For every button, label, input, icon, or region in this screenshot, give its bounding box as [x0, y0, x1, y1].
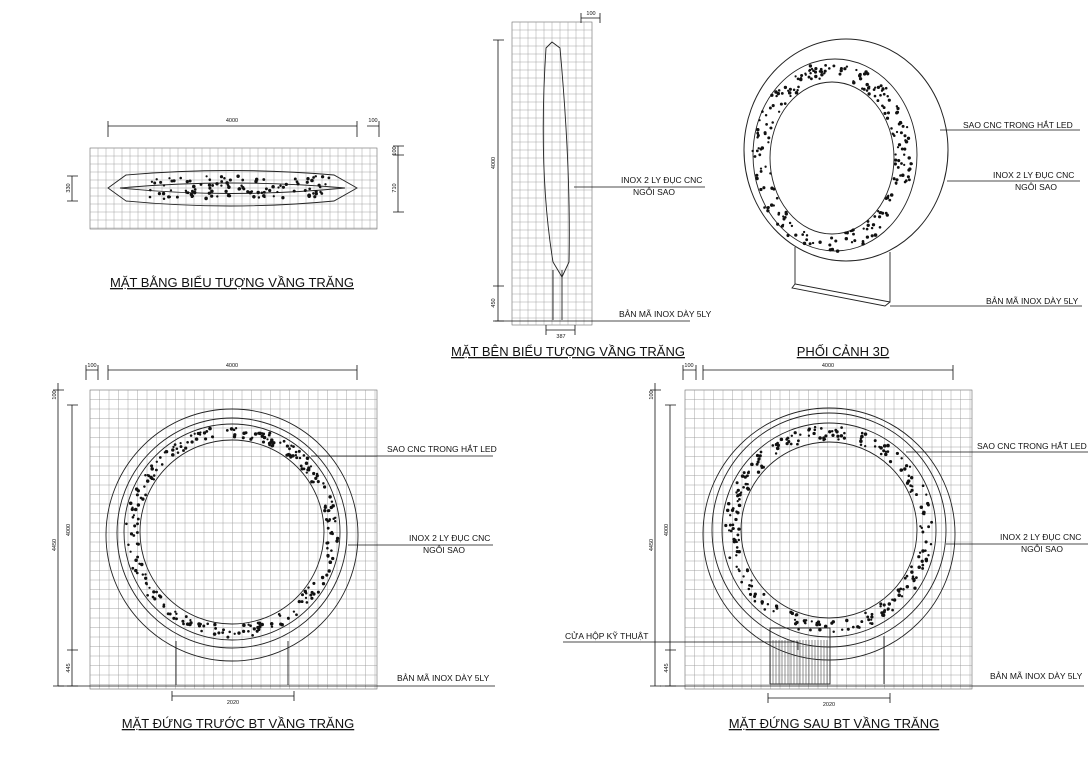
front-note-stainless-sub: NGÔI SAO [423, 545, 465, 555]
side-dim-top: 100 [586, 11, 595, 17]
perspective-note-stainless-sub: NGÔI SAO [1015, 182, 1057, 192]
side-note-base-plate: BẢN MÃ INOX DÀY 5LY [619, 308, 712, 319]
back-grid [685, 390, 972, 689]
back-band-outer [721, 422, 937, 638]
front-dim-base-width: 2020 [227, 700, 239, 706]
side-note-stainless-sub: NGÔI SAO [633, 187, 675, 197]
plan-view: 4000 100 100 710 330 MẶT BẰNG BIỂU TƯỢNG… [66, 118, 404, 290]
plan-dim-height: 710 [392, 183, 398, 192]
side-profile-outline [542, 41, 570, 278]
front-title: MẶT ĐỨNG TRƯỚC BT VẦNG TRĂNG [122, 716, 354, 731]
back-tech-door-louvres [772, 640, 828, 684]
front-note-led: SAO CNC TRONG HẮT LED [387, 444, 497, 454]
perspective-title: PHỐI CẢNH 3D [797, 344, 889, 359]
front-dim-width-line [85, 365, 358, 380]
plan-crescent-outline [107, 170, 358, 207]
front-note-base-plate: BẢN MÃ INOX DÀY 5LY [397, 672, 490, 683]
back-note-stainless: INOX 2 LY ĐỤC CNC [1000, 532, 1081, 542]
perspective-note-stainless: INOX 2 LY ĐỤC CNC [993, 170, 1074, 180]
side-dim-base: 450 [491, 298, 497, 307]
plan-dim-width-line [107, 121, 380, 137]
side-dim-height-line [493, 39, 504, 322]
perspective-note-base-plate: BẢN MÃ INOX DÀY 5LY [986, 295, 1079, 306]
front-dim-base: 445 [66, 663, 72, 672]
plan-dim-side-top: 100 [392, 146, 398, 155]
perspective-inner-ring [752, 58, 918, 252]
front-note-stainless: INOX 2 LY ĐỤC CNC [409, 533, 490, 543]
plan-dim-edge: 100 [368, 118, 377, 124]
side-dim-bottom-line [545, 325, 576, 335]
front-frame [89, 389, 378, 690]
back-dim-height: 4000 [664, 524, 670, 536]
front-dim-base-width-line [171, 691, 295, 701]
back-note-led: SAO CNC TRONG HẮT LED [977, 441, 1087, 451]
front-dim-height: 4000 [66, 524, 72, 536]
back-dim-base-width: 2020 [823, 702, 835, 708]
back-dim-width: 4000 [822, 363, 834, 369]
back-frame [684, 389, 973, 690]
back-opening [740, 441, 918, 619]
back-dim-edge: 100 [684, 363, 693, 369]
back-dim-base: 445 [664, 663, 670, 672]
front-opening [139, 439, 325, 625]
front-band-outer [123, 423, 341, 641]
back-star-holes [724, 425, 934, 634]
back-note-stainless-sub: NGÔI SAO [1021, 544, 1063, 554]
perspective-base-stand [791, 247, 891, 307]
front-dim-width: 4000 [226, 363, 238, 369]
plan-dim-height-line [393, 145, 404, 213]
plan-grid [90, 148, 377, 229]
back-dim-base-width-line [767, 693, 891, 703]
perspective-view: SAO CNC TRONG HẮT LED INOX 2 LY ĐỤC CNC … [743, 38, 1082, 359]
side-dim-bottom: 387 [556, 334, 565, 340]
back-inner-ring [711, 412, 947, 648]
side-dim-top-line [580, 13, 601, 23]
front-base-posts [175, 641, 289, 685]
plan-dim-thickness: 330 [66, 183, 72, 192]
back-dim-top: 100 [649, 390, 655, 399]
back-dim-total-height: 4450 [649, 539, 655, 551]
back-title: MẶT ĐỨNG SAU BT VẦNG TRĂNG [729, 716, 939, 731]
front-inner-ring [116, 417, 348, 649]
back-dim-width-line [682, 365, 954, 380]
front-view: 4000 100 100 4450 4000 445 2020 SAO CNC … [52, 363, 497, 731]
side-grid [512, 22, 592, 325]
side-title: MẶT BÊN BIỂU TƯỢNG VẦNG TRĂNG [451, 344, 685, 359]
side-dim-height: 4000 [491, 157, 497, 169]
back-note-base-plate: BẢN MÃ INOX DÀY 5LY [990, 670, 1083, 681]
back-view: 4000 100 100 4450 4000 445 2020 SAO CNC … [563, 363, 1088, 731]
side-note-stainless: INOX 2 LY ĐỤC CNC [621, 175, 702, 185]
perspective-note-led: SAO CNC TRONG HẮT LED [963, 120, 1073, 130]
front-dim-total-height: 4450 [52, 539, 58, 551]
back-outer-ring [702, 407, 956, 661]
plan-dim-thickness-line [67, 175, 78, 202]
front-star-holes [125, 426, 340, 639]
plan-star-holes [148, 174, 331, 201]
plan-title: MẶT BẰNG BIỂU TƯỢNG VẦNG TRĂNG [110, 275, 354, 290]
front-outer-ring [105, 408, 359, 662]
back-note-door: CỬA HỘP KỸ THUẬT [565, 630, 648, 641]
perspective-opening [769, 81, 895, 235]
plan-dim-width: 4000 [226, 118, 238, 124]
front-dim-edge: 100 [87, 363, 96, 369]
front-dim-height-line [53, 383, 78, 687]
plan-crescent-inner [119, 182, 346, 194]
perspective-star-holes [751, 64, 913, 253]
side-base-post [552, 270, 563, 320]
back-leader-door [563, 641, 799, 650]
front-dim-top: 100 [52, 390, 58, 399]
plan-frame [89, 147, 378, 230]
back-dim-height-line [650, 383, 676, 687]
side-view: 4000 450 100 387 INOX 2 LY ĐỤC CNC NGÔI … [451, 11, 712, 359]
